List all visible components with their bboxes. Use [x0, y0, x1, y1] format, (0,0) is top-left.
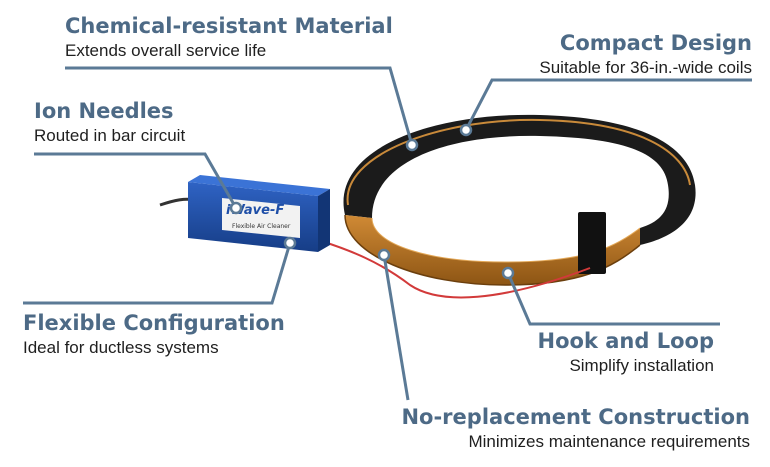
callout-chemical-resistant: Chemical-resistant Material Extends over…: [65, 14, 393, 61]
iwave-device: iWave-F Flexible Air Cleaner: [188, 175, 330, 252]
callout-subtitle: Ideal for ductless systems: [23, 338, 219, 357]
callout-title: Chemical-resistant Material: [65, 14, 393, 38]
device-product-label: Flexible Air Cleaner: [232, 223, 291, 230]
callout-subtitle: Simplify installation: [569, 356, 714, 375]
callout-hook-and-loop: Hook and Loop Simplify installation: [538, 329, 714, 376]
coil-band-back: [343, 114, 696, 245]
callout-title: Ion Needles: [34, 99, 174, 123]
callout-title: Compact Design: [559, 31, 752, 55]
callout-subtitle: Extends overall service life: [65, 41, 267, 60]
hook-and-loop-clip: [578, 212, 606, 274]
callout-no-replacement: No-replacement Construction Minimizes ma…: [401, 405, 750, 452]
callout-subtitle: Suitable for 36-in.-wide coils: [539, 58, 752, 77]
callout-flexible-configuration: Flexible Configuration Ideal for ductles…: [23, 311, 285, 358]
coil-band-front: [344, 212, 641, 286]
callout-subtitle: Minimizes maintenance requirements: [468, 432, 750, 451]
callout-compact-design: Compact Design Suitable for 36-in.-wide …: [539, 31, 752, 78]
callout-subtitle: Routed in bar circuit: [34, 126, 186, 145]
red-wire: [317, 239, 591, 299]
leader-dots: [229, 123, 515, 280]
leader-lines: [23, 66, 752, 401]
callout-title: Flexible Configuration: [23, 311, 285, 335]
callout-title: No-replacement Construction: [401, 405, 750, 429]
callout-title: Hook and Loop: [537, 329, 714, 353]
callout-ion-needles: Ion Needles Routed in bar circuit: [34, 99, 185, 146]
